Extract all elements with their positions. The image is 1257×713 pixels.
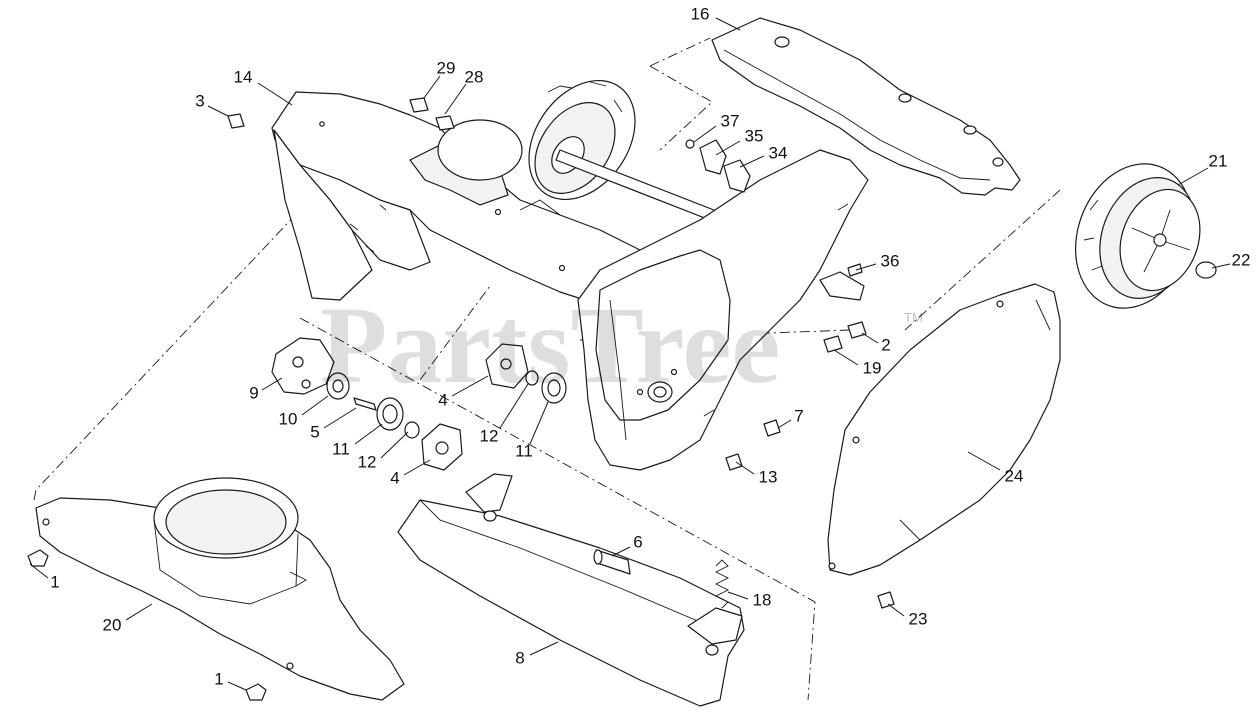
callout-label-c8: 8	[515, 648, 524, 667]
callout-leader-c7	[777, 419, 792, 429]
callout-label-c5: 5	[310, 422, 319, 441]
callout-label-c19: 19	[863, 358, 882, 377]
callout-leader-c12a	[499, 383, 529, 429]
callout-leader-c1b	[227, 681, 247, 691]
callout-leader-c20	[125, 603, 153, 621]
callout-leader-c16	[715, 17, 741, 31]
watermark-text: PartsTree	[320, 284, 780, 406]
callout-leader-c10	[301, 395, 329, 416]
part-12-ring-right	[525, 370, 539, 386]
callout-leader-c37	[693, 125, 717, 143]
callout-leader-c14	[257, 82, 293, 106]
callout-leader-c36	[855, 263, 877, 271]
callout-label-c3: 3	[195, 91, 204, 110]
callout-leader-c2	[861, 332, 879, 344]
bolts	[227, 97, 895, 609]
part-8-scraper-bar	[397, 473, 745, 707]
frame-side-plate	[577, 149, 869, 471]
callout-leader-c35	[715, 140, 741, 156]
part-11-bearing-left	[376, 397, 404, 431]
callout-label-c29: 29	[437, 58, 456, 77]
callout-label-c22: 22	[1232, 250, 1251, 269]
callout-label-c11a: 11	[332, 439, 350, 458]
watermark-trademark: TM	[904, 310, 923, 325]
part-24-belt-cover	[827, 283, 1061, 576]
callout-label-c9: 9	[249, 383, 258, 402]
callout-label-c20: 20	[103, 615, 122, 634]
handle-brackets	[685, 139, 751, 193]
callout-label-c1a: 1	[50, 572, 59, 591]
part-1-clip-top	[27, 549, 49, 567]
callout-label-c14: 14	[234, 67, 253, 86]
callout-leader-c11a	[354, 423, 383, 445]
part-16-handle-bar	[711, 17, 1021, 196]
callout-label-c7: 7	[794, 406, 803, 425]
callout-leader-c19	[833, 349, 859, 366]
part-22-hub-cap	[1195, 261, 1217, 279]
callout-leader-c29	[423, 75, 441, 99]
callout-label-c24: 24	[1005, 466, 1024, 485]
part-18-spring	[714, 559, 730, 609]
callout-label-c2: 2	[881, 335, 890, 354]
part-4-flange-lower	[421, 423, 463, 471]
callout-leader-c8	[529, 641, 559, 656]
part-1-clip-bottom	[245, 683, 267, 701]
callout-leader-c11b	[529, 401, 549, 445]
callout-label-c12a: 12	[480, 426, 499, 445]
part-20-discharge-chute	[35, 477, 405, 701]
callout-label-c6: 6	[633, 532, 642, 551]
callout-leader-c24	[967, 451, 1001, 471]
part-9-impeller-housing	[271, 337, 335, 395]
part-21-right-wheel	[1075, 163, 1201, 309]
callout-leader-c4a	[451, 375, 489, 397]
callout-label-c4b: 4	[390, 468, 399, 487]
part-5-pin	[353, 397, 377, 411]
callout-leader-c22	[1211, 263, 1231, 269]
part-10-washer	[326, 372, 350, 400]
callout-leader-c4b	[403, 459, 431, 476]
callout-leader-c34	[739, 155, 765, 168]
callout-label-c10: 10	[279, 409, 298, 428]
callout-leader-c12b	[380, 431, 409, 459]
part-6-clevis-pin	[593, 549, 631, 575]
callout-leader-c18	[727, 591, 749, 600]
callout-leader-c13	[735, 461, 755, 475]
callout-leader-c9	[261, 377, 283, 391]
callout-label-c28: 28	[465, 67, 484, 86]
callout-label-c16: 16	[691, 4, 710, 23]
left-wheel	[528, 79, 636, 201]
callout-label-c36: 36	[881, 251, 900, 270]
part-11-bearing-right	[541, 372, 567, 404]
callout-leader-c6	[611, 546, 631, 557]
callout-label-c37: 37	[721, 111, 740, 130]
callout-label-c34: 34	[769, 143, 788, 162]
part-4-flange-upper	[485, 343, 529, 389]
callout-leader-c1a	[29, 563, 49, 579]
callout-leader-c21	[1177, 167, 1209, 186]
callout-label-c13: 13	[759, 467, 778, 486]
callout-leader-c23	[887, 603, 905, 617]
callout-label-c11b: 11	[515, 441, 533, 460]
callout-label-c23: 23	[909, 609, 928, 628]
callout-label-c18: 18	[753, 590, 772, 609]
callout-label-c21: 21	[1209, 151, 1228, 170]
callout-leader-c28	[444, 83, 467, 115]
callout-label-c35: 35	[745, 126, 764, 145]
callout-label-c4a: 4	[438, 390, 447, 409]
callout-label-c1b: 1	[214, 669, 223, 688]
part-12-ring-left	[404, 421, 420, 439]
callout-label-c12b: 12	[358, 452, 377, 471]
callout-leader-c5	[323, 407, 357, 429]
callout-leader-c3	[207, 105, 229, 117]
